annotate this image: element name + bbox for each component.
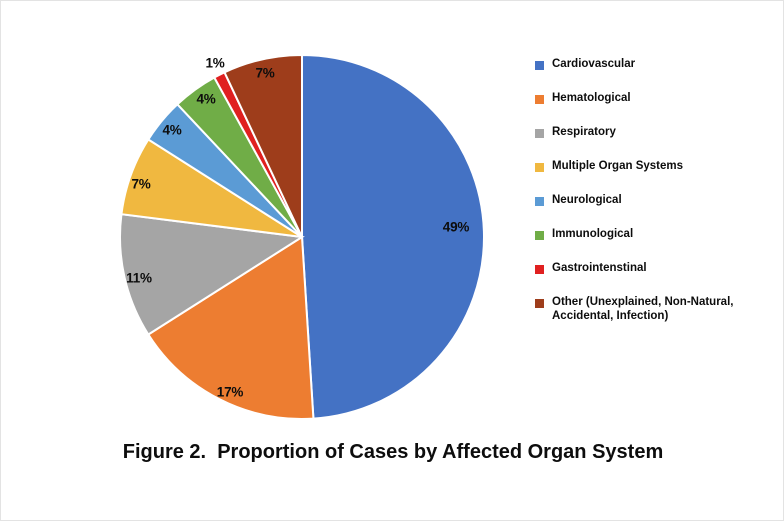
legend-item[interactable]: Multiple Organ Systems bbox=[535, 160, 775, 174]
legend-item[interactable]: Hematological bbox=[535, 92, 775, 106]
legend-swatch-icon bbox=[535, 197, 544, 206]
pie-slices-group bbox=[119, 53, 485, 420]
pie-chart-area: 49% 17% 11% 7% 4% 4% 1% 7% bbox=[1, 1, 784, 431]
legend-swatch-icon bbox=[535, 61, 544, 70]
pie-chart-svg bbox=[119, 53, 485, 420]
legend-item[interactable]: Respiratory bbox=[535, 126, 775, 140]
slice-percentage-label: 1% bbox=[205, 55, 225, 71]
legend-swatch-icon bbox=[535, 299, 544, 308]
slice-percentage-label: 7% bbox=[255, 65, 275, 81]
legend-item[interactable]: Cardiovascular bbox=[535, 58, 775, 72]
slice-percentage-label: 49% bbox=[442, 219, 470, 235]
legend-swatch-icon bbox=[535, 231, 544, 240]
pie-slice bbox=[301, 53, 485, 420]
legend-item-label: Immunological bbox=[552, 228, 634, 240]
slice-percentage-label: 11% bbox=[126, 270, 152, 286]
slice-percentage-label: 4% bbox=[196, 91, 216, 107]
legend-item-label: Other (Unexplained, Non-Natural, Acciden… bbox=[552, 296, 734, 322]
pie-slice bbox=[119, 213, 305, 336]
legend-swatch-icon bbox=[535, 95, 544, 104]
legend-item[interactable]: Neurological bbox=[535, 194, 775, 208]
legend-item[interactable]: Other (Unexplained, Non-Natural, Acciden… bbox=[535, 296, 775, 323]
legend-item-label: Neurological bbox=[552, 194, 622, 206]
legend-item[interactable]: Immunological bbox=[535, 228, 775, 242]
slice-percentage-label: 7% bbox=[131, 176, 151, 192]
legend-item-label: Gastrointenstinal bbox=[552, 262, 647, 274]
legend-item-label: Cardiovascular bbox=[552, 58, 636, 70]
legend-swatch-icon bbox=[535, 129, 544, 138]
legend-swatch-icon bbox=[535, 163, 544, 172]
pie-slice bbox=[223, 53, 303, 238]
figure-title: Figure 2. Proportion of Cases by Affecte… bbox=[122, 441, 664, 463]
pie-slice bbox=[146, 235, 315, 420]
legend-item-label: Multiple Organ Systems bbox=[552, 160, 684, 172]
legend-item[interactable]: Gastrointenstinal bbox=[535, 262, 775, 276]
slice-percentage-label: 4% bbox=[162, 122, 182, 138]
legend-item-label: Hematological bbox=[552, 92, 631, 104]
legend-item-label: Respiratory bbox=[552, 126, 616, 138]
slice-percentage-label: 17% bbox=[216, 384, 244, 400]
legend-swatch-icon bbox=[535, 265, 544, 274]
